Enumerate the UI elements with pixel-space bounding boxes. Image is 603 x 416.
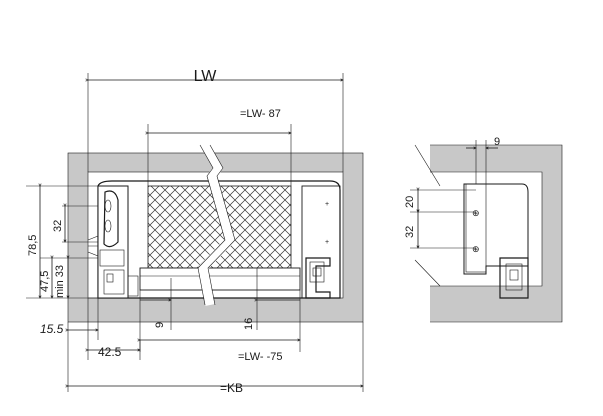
svg-text:⊕: ⊕ (472, 244, 480, 254)
label-lw: LW (194, 68, 218, 85)
label-9-bottom: 9 (154, 322, 166, 328)
svg-text:+: + (325, 239, 329, 246)
drawer-bottom-rail (139, 267, 301, 291)
label-lw-minus-75: =LW- -75 (238, 351, 283, 363)
svg-text:⊕: ⊕ (472, 208, 480, 218)
label-9-top: 9 (494, 136, 500, 148)
front-section-view: + + LW =LW- 87 =LW- -75 =KB 9 16 (26, 68, 363, 395)
side-detail-view: ⊕ ⊕ 9 20 32 (404, 136, 563, 323)
label-15-5: 15.5 (40, 322, 64, 336)
cabinet-frame (68, 153, 363, 322)
side-runner-detail: ⊕ ⊕ (463, 183, 529, 299)
label-42-5: 42.5 (98, 345, 122, 359)
label-16: 16 (243, 318, 255, 330)
side-cabinet-frame (430, 145, 562, 322)
label-47-5: 47,5 (39, 271, 51, 292)
right-runner-mechanism: + + (301, 185, 341, 299)
label-32-left: 32 (52, 220, 64, 232)
break-line (198, 142, 236, 306)
svg-text:+: + (325, 201, 329, 208)
label-kb: =KB (220, 381, 243, 395)
label-78-5: 78,5 (27, 235, 39, 256)
label-min-33: min 33 (54, 265, 66, 298)
label-32-right: 32 (404, 226, 416, 238)
left-runner-mechanism (87, 185, 139, 299)
label-lw-minus-87: =LW- 87 (240, 108, 281, 120)
label-20: 20 (404, 196, 416, 208)
